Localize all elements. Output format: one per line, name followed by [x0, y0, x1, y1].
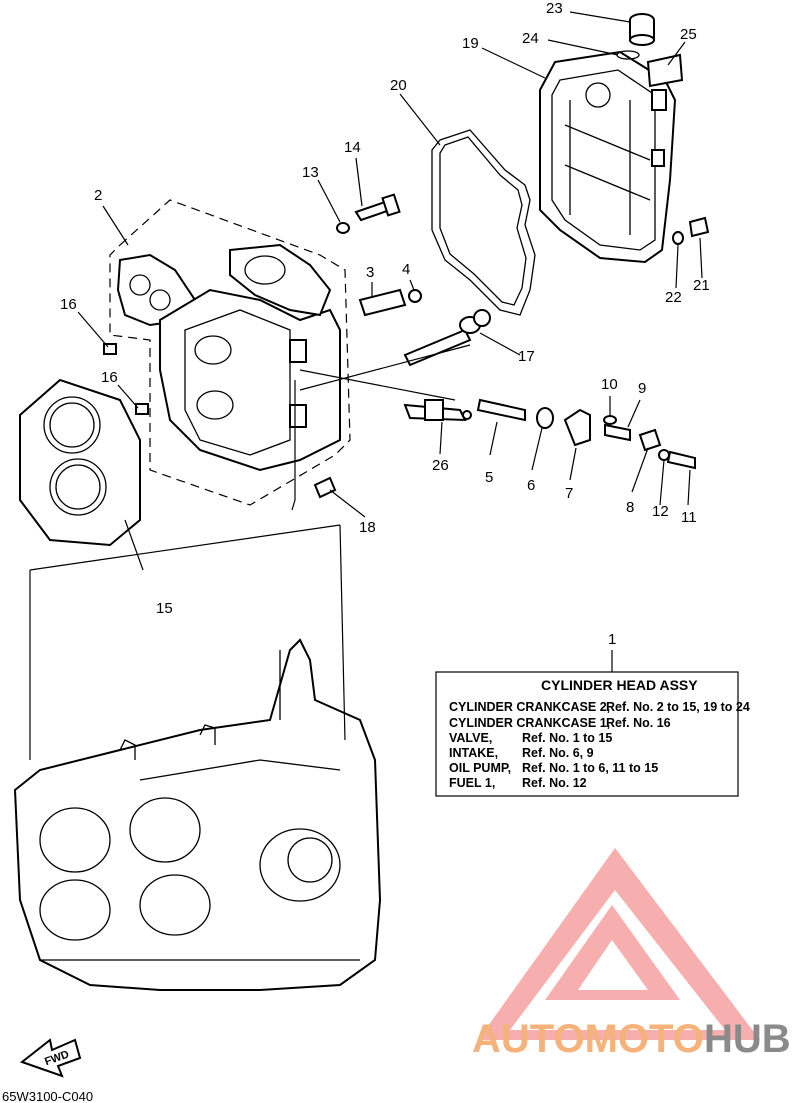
head-bolt	[336, 193, 401, 234]
legend-row-name-3: VALVE,	[449, 731, 492, 745]
cylinder-block	[13, 638, 382, 991]
oil-pump	[563, 408, 591, 447]
callout-5: 5	[485, 469, 493, 486]
screw-washer	[658, 449, 670, 461]
legend-row-name-4: INTAKE,	[449, 746, 498, 760]
caution-label	[646, 53, 684, 88]
callout-18: 18	[359, 519, 376, 536]
small-bolt	[313, 476, 337, 499]
callout-3: 3	[366, 264, 374, 281]
callout-1: 1	[608, 631, 616, 648]
watermark-text-accent: AUTOMOTO	[472, 1017, 704, 1061]
legend-row-name-1: CYLINDER CRANKCASE 2,	[449, 700, 610, 714]
pump-bolt	[604, 423, 631, 442]
callout-10: 10	[601, 376, 618, 393]
cover-gasket	[431, 129, 536, 316]
screw	[666, 450, 696, 470]
callout-13: 13	[302, 164, 319, 181]
callout-labels: 1 2 3 4 5 6 7 8 9 10 11 12 13 14 15 16 1…	[60, 0, 710, 648]
long-bolt	[403, 309, 491, 367]
assembly-legend: CYLINDER HEAD ASSY CYLINDER CRANKCASE 2,…	[435, 671, 750, 797]
callout-26: 26	[432, 457, 449, 474]
spark-plug	[403, 399, 472, 422]
callout-17: 17	[518, 348, 535, 365]
watermark-logo	[478, 848, 760, 1040]
callout-20: 20	[390, 77, 407, 94]
forward-arrow-icon: FWD	[19, 1038, 82, 1078]
callout-22: 22	[665, 289, 682, 306]
legend-row-ref-4: Ref. No. 6, 9	[522, 746, 594, 760]
callout-16a: 16	[60, 296, 77, 313]
cover-washer	[672, 231, 684, 245]
legend-row-ref-5: Ref. No. 1 to 6, 11 to 15	[522, 761, 658, 775]
cylinder-head-cover	[539, 50, 677, 264]
callout-25: 25	[680, 26, 697, 43]
valve-seal	[536, 407, 554, 429]
callout-11: 11	[681, 509, 697, 526]
cover-bolt	[688, 216, 710, 238]
callout-6: 6	[527, 477, 535, 494]
callout-15: 15	[156, 600, 173, 617]
assembly-boundary	[109, 199, 351, 506]
bracket	[638, 428, 662, 452]
anode-part	[358, 288, 422, 317]
callout-9: 9	[638, 380, 646, 397]
valve	[476, 398, 526, 422]
dowel-pin-lower	[135, 403, 149, 415]
cylinder-gasket	[19, 378, 141, 547]
legend-row-ref-3: Ref. No. 1 to 15	[522, 731, 612, 745]
legend-row-ref-6: Ref. No. 12	[522, 776, 587, 790]
callout-23: 23	[546, 0, 563, 17]
cylinder-head	[159, 243, 341, 472]
leader-lines	[77, 11, 703, 672]
dowel-pin-upper	[103, 343, 117, 355]
legend-row-name-6: FUEL 1,	[449, 776, 495, 790]
callout-2: 2	[94, 187, 102, 204]
callout-21: 21	[693, 277, 710, 294]
watermark-text-dark: HUB	[704, 1017, 791, 1061]
pump-washer	[603, 415, 617, 425]
legend-row-ref-1: Ref. No. 2 to 15, 19 to 24	[606, 700, 750, 714]
oil-filler-cap	[616, 13, 655, 60]
callout-12: 12	[652, 503, 669, 520]
callout-16b: 16	[101, 369, 118, 386]
callout-4: 4	[402, 261, 410, 278]
legend-row-ref-2: Ref. No. 16	[606, 716, 671, 730]
callout-14: 14	[344, 139, 361, 156]
legend-row-name-2: CYLINDER CRANKCASE 1,	[449, 716, 610, 730]
callout-19: 19	[462, 35, 479, 52]
callout-7: 7	[565, 485, 573, 502]
callout-8: 8	[626, 499, 634, 516]
diagram-code: 65W3100-C040	[2, 1089, 93, 1103]
legend-title: CYLINDER HEAD ASSY	[541, 677, 698, 693]
callout-24: 24	[522, 30, 539, 47]
legend-row-name-5: OIL PUMP,	[449, 761, 511, 775]
